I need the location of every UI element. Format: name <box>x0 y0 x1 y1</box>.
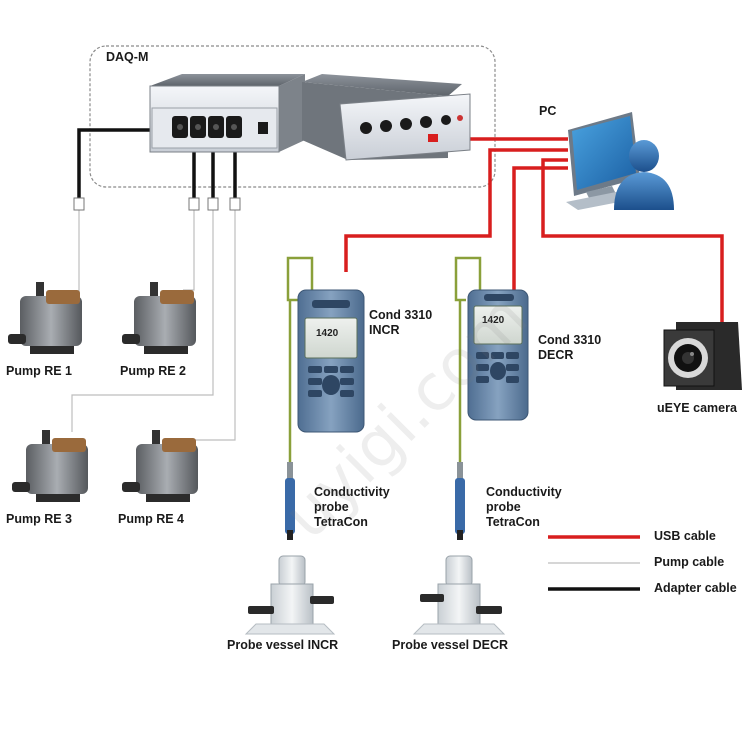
probe-vessel-incr <box>244 555 336 635</box>
pc-label: PC <box>539 104 557 118</box>
meter-decr-display: 1420 <box>482 315 505 326</box>
probe-decr-label-line2: probe <box>486 500 521 514</box>
meter-incr-label: Cond 3310 INCR <box>369 308 432 338</box>
meter-decr <box>467 289 529 421</box>
usb-cable-meter-decr <box>512 166 568 292</box>
probe-decr <box>455 462 465 540</box>
probe-incr-label-line2: probe <box>314 500 349 514</box>
pump-cable-2 <box>183 210 195 291</box>
meter-decr-label-line2: DECR <box>538 348 574 362</box>
pump-3 <box>12 430 88 502</box>
legend-adapter-label: Adapter cable <box>654 581 737 595</box>
meter-incr-display: 1420 <box>316 328 339 339</box>
meter-incr <box>297 289 365 433</box>
pump-2 <box>122 282 196 354</box>
camera-label: uEYE camera <box>657 401 737 415</box>
daq-label: DAQ-M <box>106 50 149 64</box>
probe-decr-label-line3: TetraCon <box>486 515 540 529</box>
pc-workstation <box>566 112 674 210</box>
probe-incr-label-line3: TetraCon <box>314 515 368 529</box>
probe-vessel-decr <box>412 555 506 635</box>
legend-usb-label: USB cable <box>654 529 716 543</box>
usb-cable-meter-incr <box>344 148 568 272</box>
daq-container <box>89 45 496 188</box>
probe-incr-label: Conductivity probe TetraCon <box>314 485 390 530</box>
probe-decr-label-line1: Conductivity <box>486 485 562 499</box>
meter-decr-label: Cond 3310 DECR <box>538 333 601 363</box>
pump-1-label: Pump RE 1 <box>6 364 72 378</box>
probe-cables <box>286 256 482 465</box>
daq-unit-left <box>149 74 305 153</box>
adapter-connectors <box>73 197 241 211</box>
meter-incr-label-line2: INCR <box>369 323 400 337</box>
pump-4 <box>122 430 198 502</box>
meter-incr-label-line1: Cond 3310 <box>369 308 433 322</box>
usb-cable-camera <box>541 158 724 322</box>
daq-unit-right <box>302 74 471 161</box>
user-icon-head <box>629 140 659 172</box>
probe-decr-label: Conductivity probe TetraCon <box>486 485 562 530</box>
adapter-cable-1 <box>77 128 176 200</box>
adapter-cables <box>77 128 237 200</box>
legend-lines <box>548 535 640 591</box>
vessel-incr-label: Probe vessel INCR <box>227 638 339 652</box>
user-icon-body <box>614 172 674 210</box>
pump-3-label: Pump RE 3 <box>6 512 72 526</box>
pump-1 <box>8 282 82 354</box>
meter-decr-label-line1: Cond 3310 <box>538 333 602 347</box>
ueye-camera <box>663 322 742 390</box>
probe-incr <box>285 462 295 540</box>
pump-2-label: Pump RE 2 <box>120 364 186 378</box>
probe-incr-label-line1: Conductivity <box>314 485 390 499</box>
vessel-decr-label: Probe vessel DECR <box>392 638 509 652</box>
usb-cables <box>344 137 724 322</box>
legend-pump-label: Pump cable <box>654 555 725 569</box>
pump-4-label: Pump RE 4 <box>118 512 184 526</box>
pump-cable-3 <box>71 210 214 432</box>
